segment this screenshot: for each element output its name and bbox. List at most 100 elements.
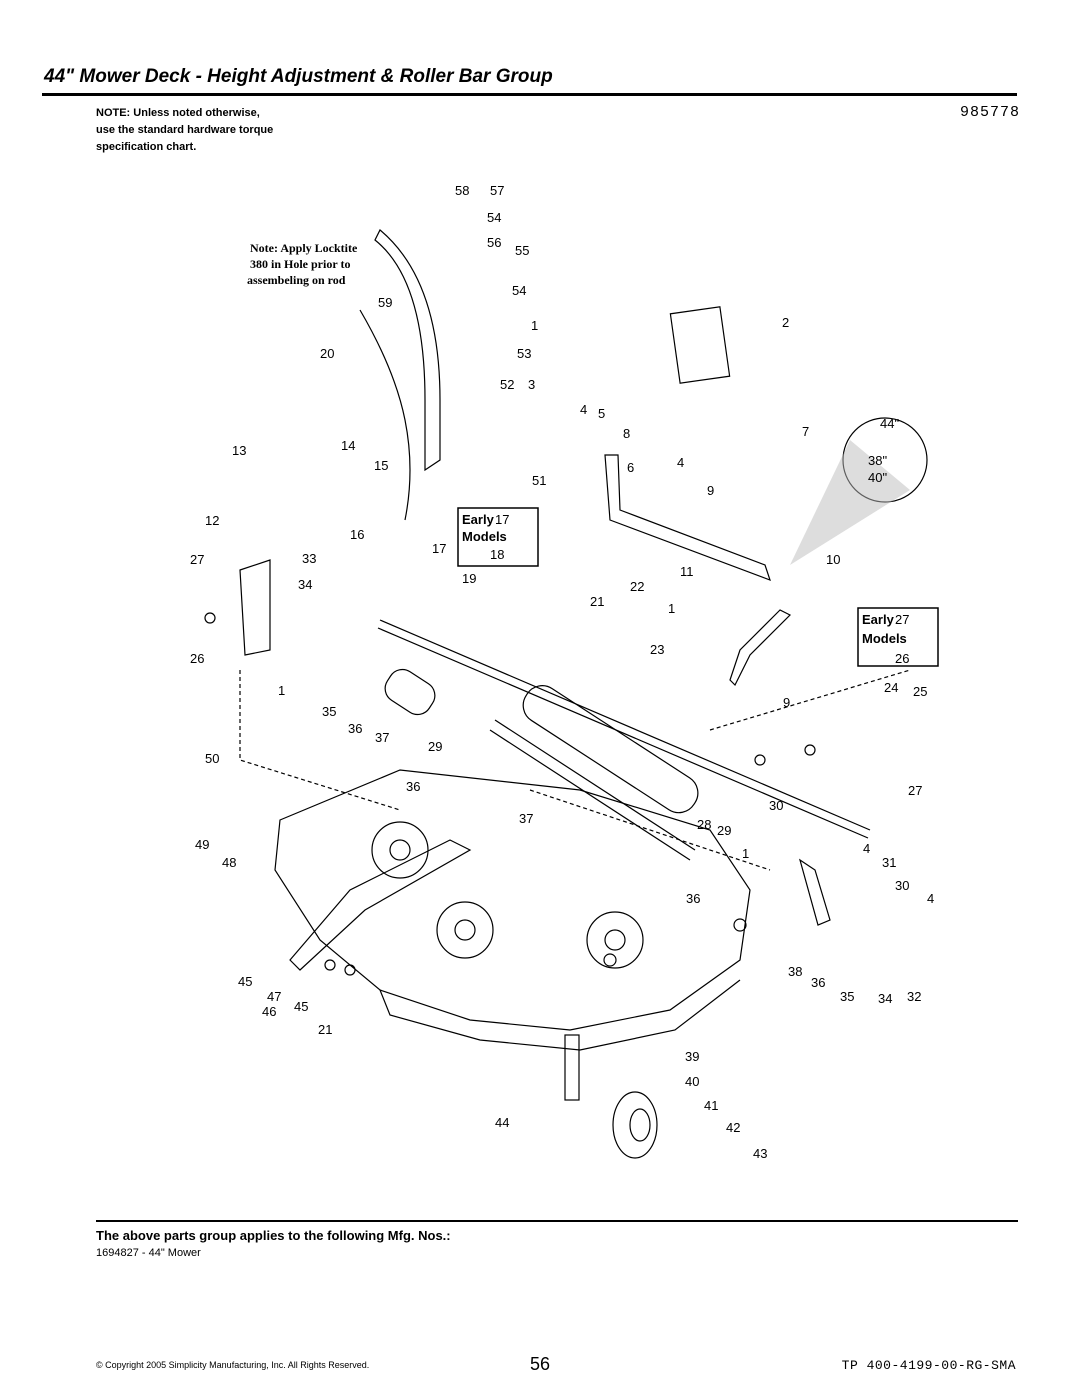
- mounting-plate: [669, 306, 731, 384]
- rear-bracket: [239, 559, 271, 656]
- height-adjust-rod: [379, 619, 871, 831]
- callout-label: 46: [262, 1004, 276, 1019]
- callout-label: 37: [519, 811, 533, 826]
- deck-skirt: [379, 979, 741, 1051]
- callout-label: 5: [598, 406, 605, 421]
- callout-label: 24: [884, 680, 898, 695]
- callout-label: 2: [782, 315, 789, 330]
- callout-label: 9: [707, 483, 714, 498]
- callout-label: 14: [341, 438, 355, 453]
- callout-label: 55: [515, 243, 529, 258]
- callout-label: 4: [677, 455, 684, 470]
- applies-heading: The above parts group applies to the fol…: [96, 1228, 451, 1243]
- locktite-note-line: 380 in Hole prior to: [250, 257, 350, 271]
- arm-bracket: [729, 609, 792, 687]
- callout-label: 3: [528, 377, 535, 392]
- callout-label: 51: [532, 473, 546, 488]
- lift-lever: [374, 229, 441, 472]
- deck-spindle: [586, 911, 644, 969]
- callout-label: 21: [318, 1022, 332, 1037]
- callout-label: 25: [913, 684, 927, 699]
- callout-label: 17: [495, 512, 509, 527]
- callout-label: 22: [630, 579, 644, 594]
- callout-label: 27: [895, 612, 909, 627]
- callout-label: 4: [927, 891, 934, 906]
- callout-label: 20: [320, 346, 334, 361]
- callout-label: 59: [378, 295, 392, 310]
- note-line: use the standard hardware torque: [96, 124, 274, 136]
- callout-label: 26: [190, 651, 204, 666]
- callout-label: 29: [428, 739, 442, 754]
- title-divider: [42, 93, 1017, 96]
- document-number: TP 400-4199-00-RG-SMA: [841, 1358, 1016, 1373]
- callout-label: 12: [205, 513, 219, 528]
- callout-label: 31: [882, 855, 896, 870]
- early-models-label: Models: [462, 529, 507, 544]
- callout-label: 35: [322, 704, 336, 719]
- deck-spindle: [436, 901, 494, 959]
- callout-label: 16: [350, 527, 364, 542]
- callout-label: 10: [826, 552, 840, 567]
- callout-label: 30: [895, 878, 909, 893]
- deck-spindle: [371, 821, 429, 879]
- gauge-wheel: [612, 1091, 658, 1159]
- callout-label: 36: [811, 975, 825, 990]
- callout-label: 17: [432, 541, 446, 556]
- callout-label: 1: [278, 683, 285, 698]
- callout-label: 52: [500, 377, 514, 392]
- callout-label: 9: [783, 695, 790, 710]
- callout-label: 53: [517, 346, 531, 361]
- callout-label: 13: [232, 443, 246, 458]
- callout-label: 39: [685, 1049, 699, 1064]
- callout-label: 8: [623, 426, 630, 441]
- page-title: 44" Mower Deck - Height Adjustment & Rol…: [44, 66, 553, 87]
- callout-label: 45: [294, 999, 308, 1014]
- cable: [359, 309, 411, 521]
- torque-note: NOTE: Unless noted otherwise, use the st…: [96, 105, 356, 156]
- callout-label: 32: [907, 989, 921, 1004]
- exploded-parts-diagram: Note: Apply Locktite 380 in Hole prior t…: [190, 183, 939, 1161]
- callout-label: 54: [487, 210, 501, 225]
- callout-label: 6: [627, 460, 634, 475]
- callout-label: 35: [840, 989, 854, 1004]
- early-models-label: Early: [862, 612, 895, 627]
- height-bracket: [564, 1034, 580, 1101]
- callout-label: 28: [697, 817, 711, 832]
- callout-label: 34: [878, 991, 892, 1006]
- inset-label: 38": [868, 453, 887, 468]
- callout-label: 11: [680, 564, 694, 579]
- callout-label: 50: [205, 751, 219, 766]
- callout-label: 1: [742, 846, 749, 861]
- footer-divider: [96, 1220, 1018, 1222]
- copyright-text: © Copyright 2005 Simplicity Manufacturin…: [96, 1360, 370, 1370]
- part-number: 985778: [959, 104, 1020, 121]
- callout-label: 38: [788, 964, 802, 979]
- callout-label: 44: [495, 1115, 509, 1130]
- early-models-label: Models: [862, 631, 907, 646]
- inset-label: 40": [868, 470, 887, 485]
- callout-label: 45: [238, 974, 252, 989]
- front-link-arm: [289, 839, 472, 971]
- callout-label: 36: [686, 891, 700, 906]
- callout-label: 58: [455, 183, 469, 198]
- callout-label: 40: [685, 1074, 699, 1089]
- callout-label: 57: [490, 183, 504, 198]
- page-number: 56: [530, 1354, 551, 1374]
- mower-deck: [274, 769, 751, 1031]
- slotted-bracket: [798, 858, 831, 926]
- callout-label: 37: [375, 730, 389, 745]
- callout-label: 30: [769, 798, 783, 813]
- callout-label: 18: [490, 547, 504, 562]
- callout-label: 41: [704, 1098, 718, 1113]
- roller: [522, 685, 699, 814]
- callout-label: 54: [512, 283, 526, 298]
- callout-label: 19: [462, 571, 476, 586]
- roller-bar: [489, 729, 691, 861]
- callout-label: 27: [190, 552, 204, 567]
- locktite-note-line: assembeling on rod: [247, 273, 346, 287]
- locktite-note-line: Note: Apply Locktite: [250, 241, 358, 255]
- early-models-label: Early: [462, 512, 495, 527]
- callout-label: 1: [668, 601, 675, 616]
- callout-label: 48: [222, 855, 236, 870]
